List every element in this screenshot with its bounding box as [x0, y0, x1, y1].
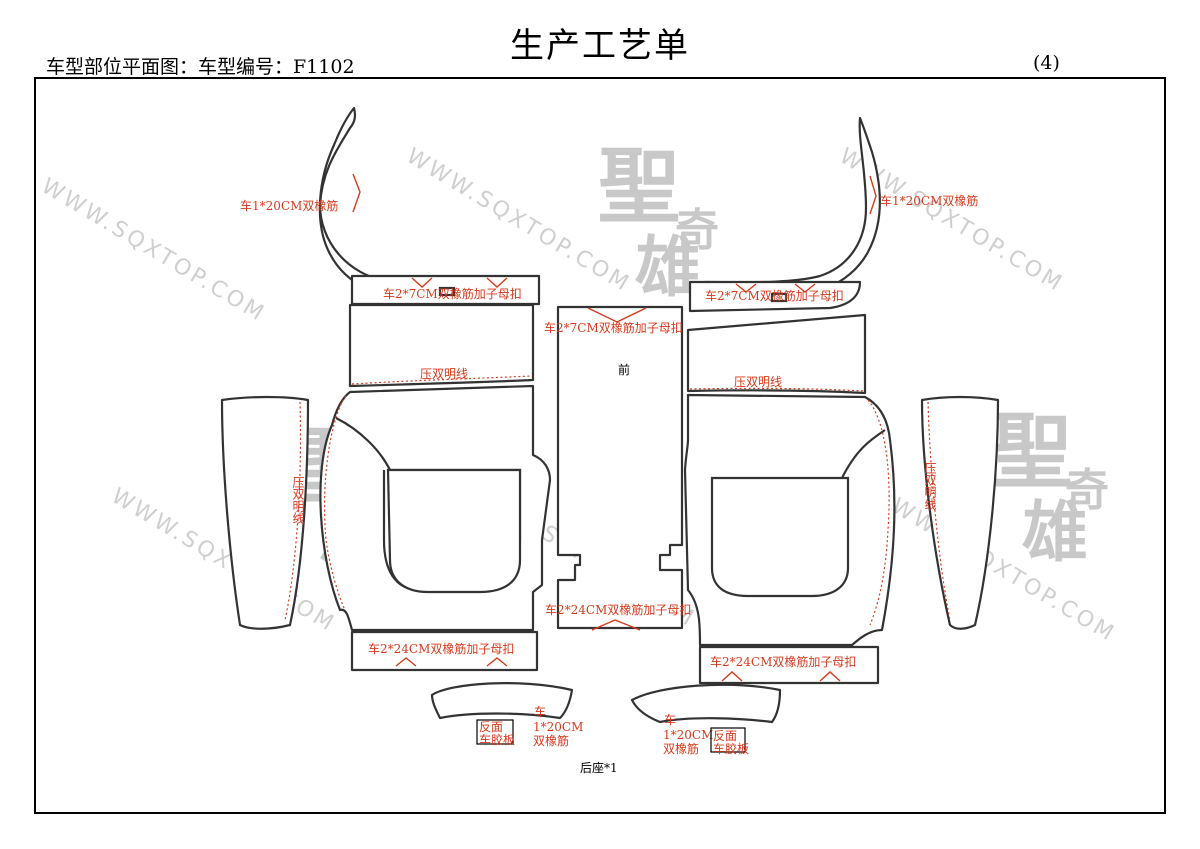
right-small-elastic-label: 1*20CM [663, 728, 713, 742]
watermark-brand: 雄 [1022, 493, 1088, 571]
left-arch-piece: 车1*20CM双橡筋 [240, 106, 472, 304]
watermark-brand: 聖 [990, 404, 1072, 500]
right-strip-elastic-label: 车2*7CM双橡筋加子母扣 [705, 288, 844, 303]
center-panel: 车2*7CM双橡筋加子母扣 前 车2*24CM双橡筋加子母扣 [544, 305, 691, 631]
right-reverse-label: 反面 [713, 729, 737, 743]
right-topstitch-label: 压双明线 [734, 375, 782, 389]
right-top-panel: 压双明线 [686, 313, 867, 395]
part-caption: 后座*1 [580, 760, 618, 775]
left-bottom-elastic-label: 车2*24CM双橡筋加子母扣 [368, 641, 514, 656]
document-title: 生产工艺单 [510, 26, 690, 66]
left-reverse-label: 反面 [479, 720, 503, 734]
left-small-elastic-label: 双橡筋 [533, 733, 569, 748]
left-reverse-label: 车胶板 [479, 732, 515, 747]
right-small-piece: 车 1*20CM 双橡筋 反面 车胶板 [630, 683, 782, 756]
center-bottom-elastic-label: 车2*24CM双橡筋加子母扣 [545, 602, 691, 617]
watermark-brand: 奇 [675, 205, 719, 256]
center-top-elastic-label: 车2*7CM双橡筋加子母扣 [544, 320, 683, 335]
right-strip-piece: 车2*7CM双橡筋加子母扣 [688, 280, 862, 313]
right-side-strip: 压双明线 [920, 395, 1000, 630]
left-top-panel: 压双明线 [348, 303, 535, 388]
left-strip-piece: 车2*7CM双橡筋加子母扣 [350, 274, 541, 306]
left-side-topstitch-label: 压双明线 [291, 476, 305, 524]
left-seat-body [319, 384, 552, 632]
left-small-elastic-label: 车 [534, 704, 546, 719]
right-small-elastic-label: 双橡筋 [663, 741, 699, 756]
watermark-brand: 奇 [1065, 465, 1109, 516]
left-small-piece: 车 1*20CM 双橡筋 反面 车胶板 [430, 682, 583, 748]
right-bottom-elastic-label: 车2*24CM双橡筋加子母扣 [710, 654, 856, 669]
right-seat-body [683, 393, 896, 647]
left-small-elastic-label: 1*20CM [533, 720, 583, 734]
right-small-elastic-label: 车 [664, 712, 676, 727]
drawing-frame [34, 77, 1166, 814]
left-side-strip: 压双明线 [220, 395, 310, 630]
left-bottom-strip: 车2*24CM双橡筋加子母扣 [350, 630, 539, 672]
right-reverse-label: 车胶板 [713, 741, 749, 756]
page-number: (4) [1033, 52, 1060, 74]
watermark-brand: 聖 [598, 139, 680, 235]
watermark-url: WWW.SQXTOP.COM [37, 174, 270, 328]
left-strip-elastic-label: 车2*7CM双橡筋加子母扣 [383, 286, 522, 301]
right-side-topstitch-label: 压双明线 [923, 462, 937, 510]
center-front-label: 前 [618, 362, 630, 377]
document-subtitle: 车型部位平面图：车型编号：F1102 [46, 56, 355, 78]
right-arch-elastic-label: 车1*20CM双橡筋 [880, 193, 978, 208]
right-bottom-strip: 车2*24CM双橡筋加子母扣 [698, 645, 880, 685]
left-topstitch-label: 压双明线 [420, 367, 468, 381]
left-arch-elastic-label: 车1*20CM双橡筋 [240, 198, 338, 213]
